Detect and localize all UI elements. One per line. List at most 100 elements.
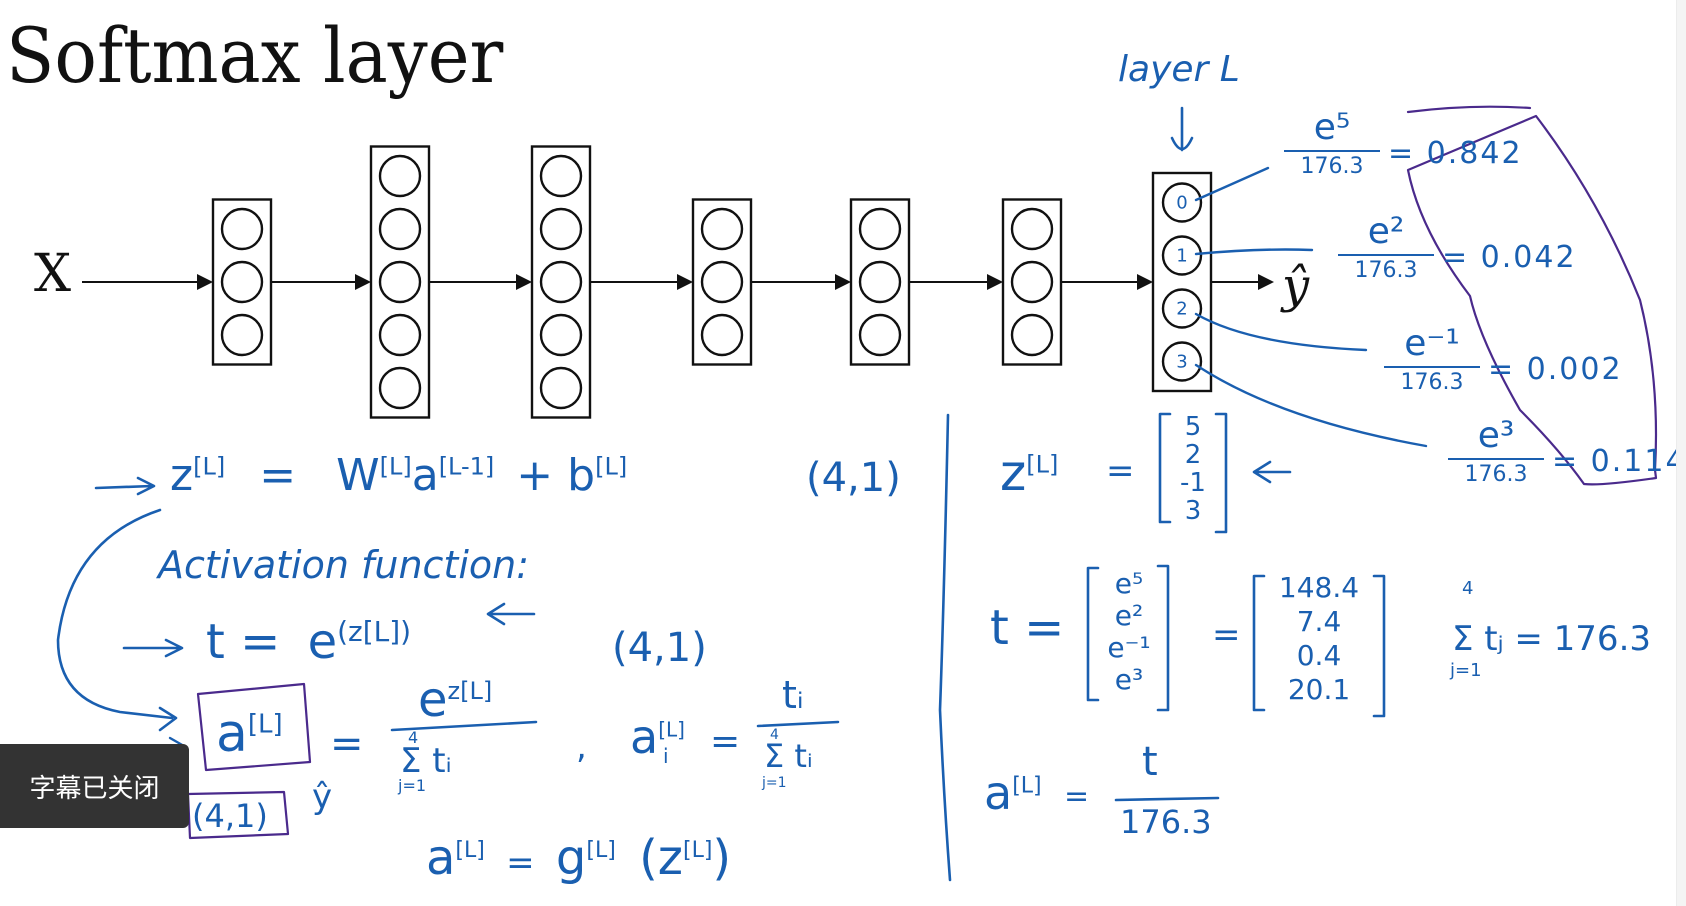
g-lhs-superscript: [L] xyxy=(455,838,485,863)
ai-numerator: tᵢ xyxy=(782,673,804,717)
g-equation: a[L] = g[L] (z[L]) xyxy=(426,834,731,882)
neuron xyxy=(858,313,902,357)
yhat-note: ŷ xyxy=(312,777,333,817)
neuron xyxy=(539,207,583,251)
neuron xyxy=(539,154,583,198)
neuron xyxy=(378,260,422,304)
layer-arrow-head xyxy=(516,274,532,290)
softmax-output-3: e³ 176.3 = 0.114 xyxy=(1448,415,1685,487)
input-arrow-head xyxy=(197,274,213,290)
softmax-numerator: e² xyxy=(1367,211,1405,252)
a-boxed-lhs: a[L] xyxy=(216,708,283,760)
layer-arrow-head xyxy=(355,274,371,290)
a-prev-superscript: [L-1] xyxy=(438,452,495,481)
z-vector-left-bracket xyxy=(1158,412,1172,524)
layer-arrow-head xyxy=(835,274,851,290)
z-eq-pointer xyxy=(94,476,156,496)
section-divider xyxy=(938,413,952,882)
output-label-yhat: ŷ xyxy=(1282,258,1310,314)
z-vector-right-bracket xyxy=(1214,412,1228,534)
neuron xyxy=(1161,341,1203,382)
t-eq-back-arrow xyxy=(486,602,536,626)
g-lhs: a xyxy=(426,830,456,886)
softmax-output-1: e² 176.3 = 0.042 xyxy=(1338,211,1575,283)
softmax-fraction-bar xyxy=(1338,254,1434,256)
layer-2 xyxy=(369,145,431,419)
connector-node-2 xyxy=(1194,312,1368,352)
right-a-numerator: t xyxy=(1142,739,1158,785)
z-equation-lhs: z[L] = W[L]a[L-1] + b[L] xyxy=(170,450,628,501)
right-t-lhs: t = xyxy=(990,600,1065,656)
neuron xyxy=(539,366,583,410)
t-equation-lhs: t = xyxy=(206,614,281,670)
g-argument-superscript: [L] xyxy=(682,838,713,863)
neuron xyxy=(1161,288,1203,329)
softmax-probability: = 0.842 xyxy=(1388,136,1523,171)
softmax-numerator: e⁻¹ xyxy=(1404,323,1460,364)
scrollbar[interactable] xyxy=(1676,0,1686,906)
neuron xyxy=(220,313,264,357)
connector-node-0 xyxy=(1194,166,1270,202)
a-shape-boxed: (4,1) xyxy=(192,797,268,835)
z-vector-entry: -1 xyxy=(1180,468,1206,498)
a-numerator-exponent: z[L] xyxy=(447,677,493,705)
neuron xyxy=(1161,182,1203,223)
right-z-superscript: [L] xyxy=(1026,450,1059,479)
neuron xyxy=(1010,260,1054,304)
t-equation-exponent: (z[L]) xyxy=(337,615,412,648)
t-value-entry: 7.4 xyxy=(1296,605,1342,638)
neuron xyxy=(1010,313,1054,357)
ai-denominator-upper: 4 xyxy=(770,727,779,743)
t-eq-pointer xyxy=(122,638,184,658)
neuron xyxy=(378,313,422,357)
softmax-numerator: e³ xyxy=(1477,415,1515,456)
layer-4 xyxy=(691,198,753,366)
softmax-probability: = 0.002 xyxy=(1488,352,1623,387)
t-exp-left-bracket xyxy=(1086,566,1100,702)
output-arrow-head xyxy=(1258,274,1274,290)
t-equation: t = e(z[L]) xyxy=(206,615,412,667)
softmax-fraction-bar xyxy=(1384,366,1480,368)
t-value-entry: 0.4 xyxy=(1296,639,1342,672)
layer-l-arrow xyxy=(1170,106,1194,152)
layer-6 xyxy=(1001,198,1063,366)
t-exp-right-bracket xyxy=(1156,564,1170,712)
neuron xyxy=(858,260,902,304)
neuron xyxy=(378,366,422,410)
g-function-superscript: [L] xyxy=(586,838,616,863)
a-denominator: Σ tᵢ xyxy=(400,741,452,781)
a-superscript: [L] xyxy=(247,709,283,740)
right-a-lhs: a[L] xyxy=(984,770,1042,816)
layer-1 xyxy=(211,198,273,366)
a-equals: = xyxy=(330,721,364,767)
t-shape: (4,1) xyxy=(612,625,707,671)
softmax-probability: = 0.042 xyxy=(1442,240,1577,275)
neuron xyxy=(700,313,744,357)
activation-heading: Activation function: xyxy=(158,543,530,587)
neuron xyxy=(858,207,902,251)
g-argument: (z xyxy=(639,830,683,886)
t-value-entry: 20.1 xyxy=(1287,673,1351,706)
slide-title: Softmax layer xyxy=(6,11,504,100)
output-node-label: 2 xyxy=(1176,299,1187,320)
w-symbol: W xyxy=(336,450,380,501)
b-term: + b xyxy=(516,450,596,501)
right-a-denominator: 176.3 xyxy=(1120,803,1212,841)
b-superscript: [L] xyxy=(595,452,628,481)
neuron xyxy=(700,260,744,304)
input-label-x: X xyxy=(34,244,72,304)
sum-upper-limit: 4 xyxy=(1462,578,1474,599)
z-superscript: [L] xyxy=(193,452,226,481)
g-close-paren: ) xyxy=(712,830,732,886)
a-denominator-upper: 4 xyxy=(408,728,419,747)
probability-enclosure xyxy=(1406,105,1658,486)
t-exponent-entry: e³ xyxy=(1114,663,1144,696)
z-vector-back-arrow xyxy=(1252,460,1292,484)
neuron xyxy=(220,207,264,251)
ai-equals: = xyxy=(710,721,741,762)
a-fraction-bar xyxy=(390,720,538,732)
a-symbol: a xyxy=(216,704,248,764)
